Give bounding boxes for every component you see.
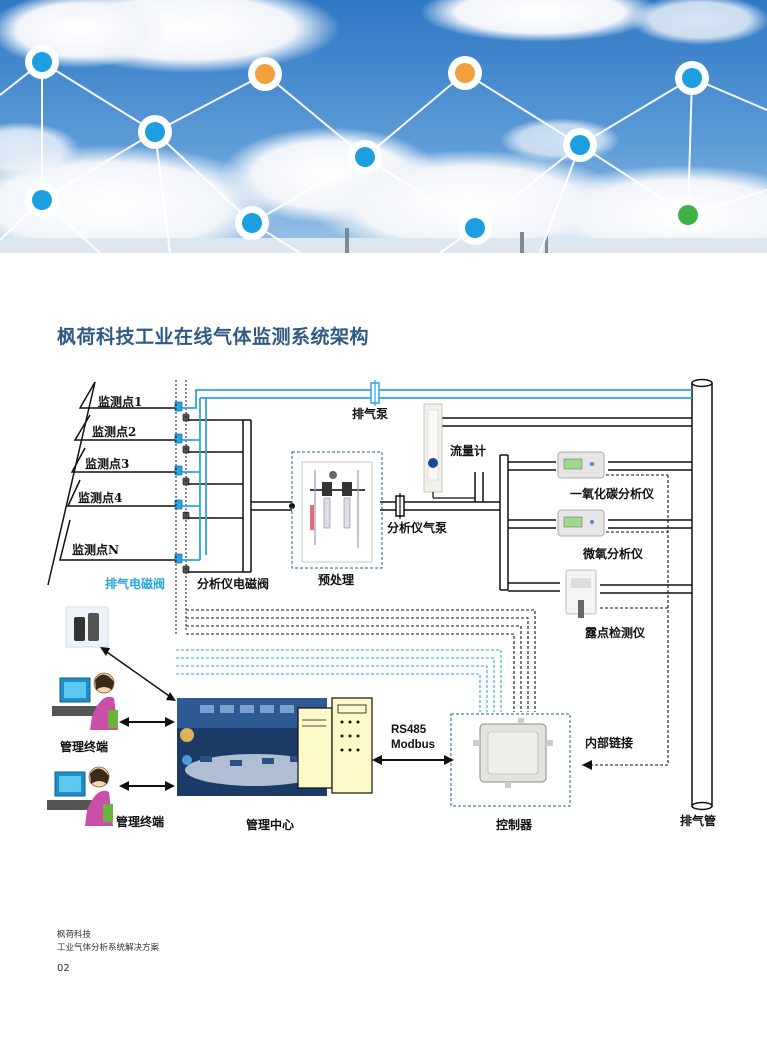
pretreatment-label: 预处理: [318, 572, 354, 587]
page-title: 枫荷科技工业在线气体监测系统架构: [57, 326, 370, 348]
co-analyzer-label: 一氧化碳分析仪: [570, 486, 655, 501]
factory-chimneys: [345, 228, 548, 253]
modbus-label: Modbus: [391, 739, 435, 751]
rs485-label: RS485: [391, 724, 427, 736]
exhaust-solenoid-label: 排气电磁阀: [105, 576, 165, 591]
dew-point-detector-label: 露点检测仪: [585, 625, 646, 640]
mobile-link-line: [103, 649, 173, 699]
exhaust-pump-path: [182, 389, 692, 561]
dew-point-detector-device: [565, 569, 597, 618]
trace-oxygen-analyzer-device: [557, 509, 605, 537]
mobile-device-icon: [65, 606, 109, 648]
exhaust-pump-icon: [370, 380, 380, 406]
analyzer-gas-path: [188, 417, 692, 594]
exhaust-pipe-label: 排气管: [680, 813, 716, 828]
monitor-point-label: 监测点4: [78, 490, 122, 505]
header-banner: [0, 0, 767, 253]
monitor-point-label: 监测点1: [98, 394, 142, 409]
flow-meter-label: 流量计: [450, 443, 486, 458]
controller-label: 控制器: [496, 817, 533, 832]
monitor-point-label: 监测点N: [72, 542, 119, 557]
exhaust-pump-label: 排气泵: [352, 406, 388, 421]
network-nodes: [25, 45, 709, 245]
management-terminal-label: 管理终端: [116, 814, 164, 829]
clouds: [0, 0, 767, 253]
exhaust-pipe: [691, 378, 713, 811]
control-lines-black: [186, 474, 669, 766]
management-terminal-label: 管理终端: [60, 739, 108, 754]
terminal-link-2: [119, 781, 175, 791]
trace-oxygen-analyzer-label: 微氧分析仪: [582, 546, 644, 561]
monitor-point-label: 监测点2: [92, 424, 136, 439]
internal-link-arrow: [582, 760, 592, 770]
sky-network-image: [0, 0, 767, 253]
solenoid-bus: [175, 380, 187, 635]
analyzer-pump-label: 分析仪气泵: [387, 520, 447, 535]
valve-symbols: [174, 401, 190, 574]
terminal-operator-1: [52, 672, 118, 730]
rs485-link: [372, 755, 454, 765]
controller-box: [450, 713, 571, 807]
footer-company: 枫荷科技: [57, 930, 92, 940]
architecture-diagram: 排气管 监测点1 监测点2 监测点3 监测点4: [47, 378, 716, 832]
analyzer-solenoid-label: 分析仪电磁阀: [197, 576, 269, 591]
management-center-label: 管理中心: [246, 817, 294, 832]
monitor-point-label: 监测点3: [85, 456, 129, 471]
control-lines-blue: [176, 649, 502, 712]
terminal-link-1: [119, 717, 175, 727]
mobile-link-arrow: [100, 647, 110, 656]
cabinet-drawing: [297, 697, 373, 794]
co-analyzer-device: [557, 451, 605, 479]
flow-meter: [423, 403, 475, 499]
mobile-link-arrow: [166, 692, 176, 701]
analyzer-pump-icon: [395, 493, 405, 519]
page-number: 02: [57, 963, 70, 974]
footer-subtitle: 工业气体分析系统解决方案: [57, 943, 160, 953]
terminal-operator-2: [47, 766, 113, 826]
pretreatment-unit: [291, 451, 383, 569]
monitor-point-lines: [47, 381, 178, 586]
internal-link-label: 内部链接: [585, 735, 633, 750]
